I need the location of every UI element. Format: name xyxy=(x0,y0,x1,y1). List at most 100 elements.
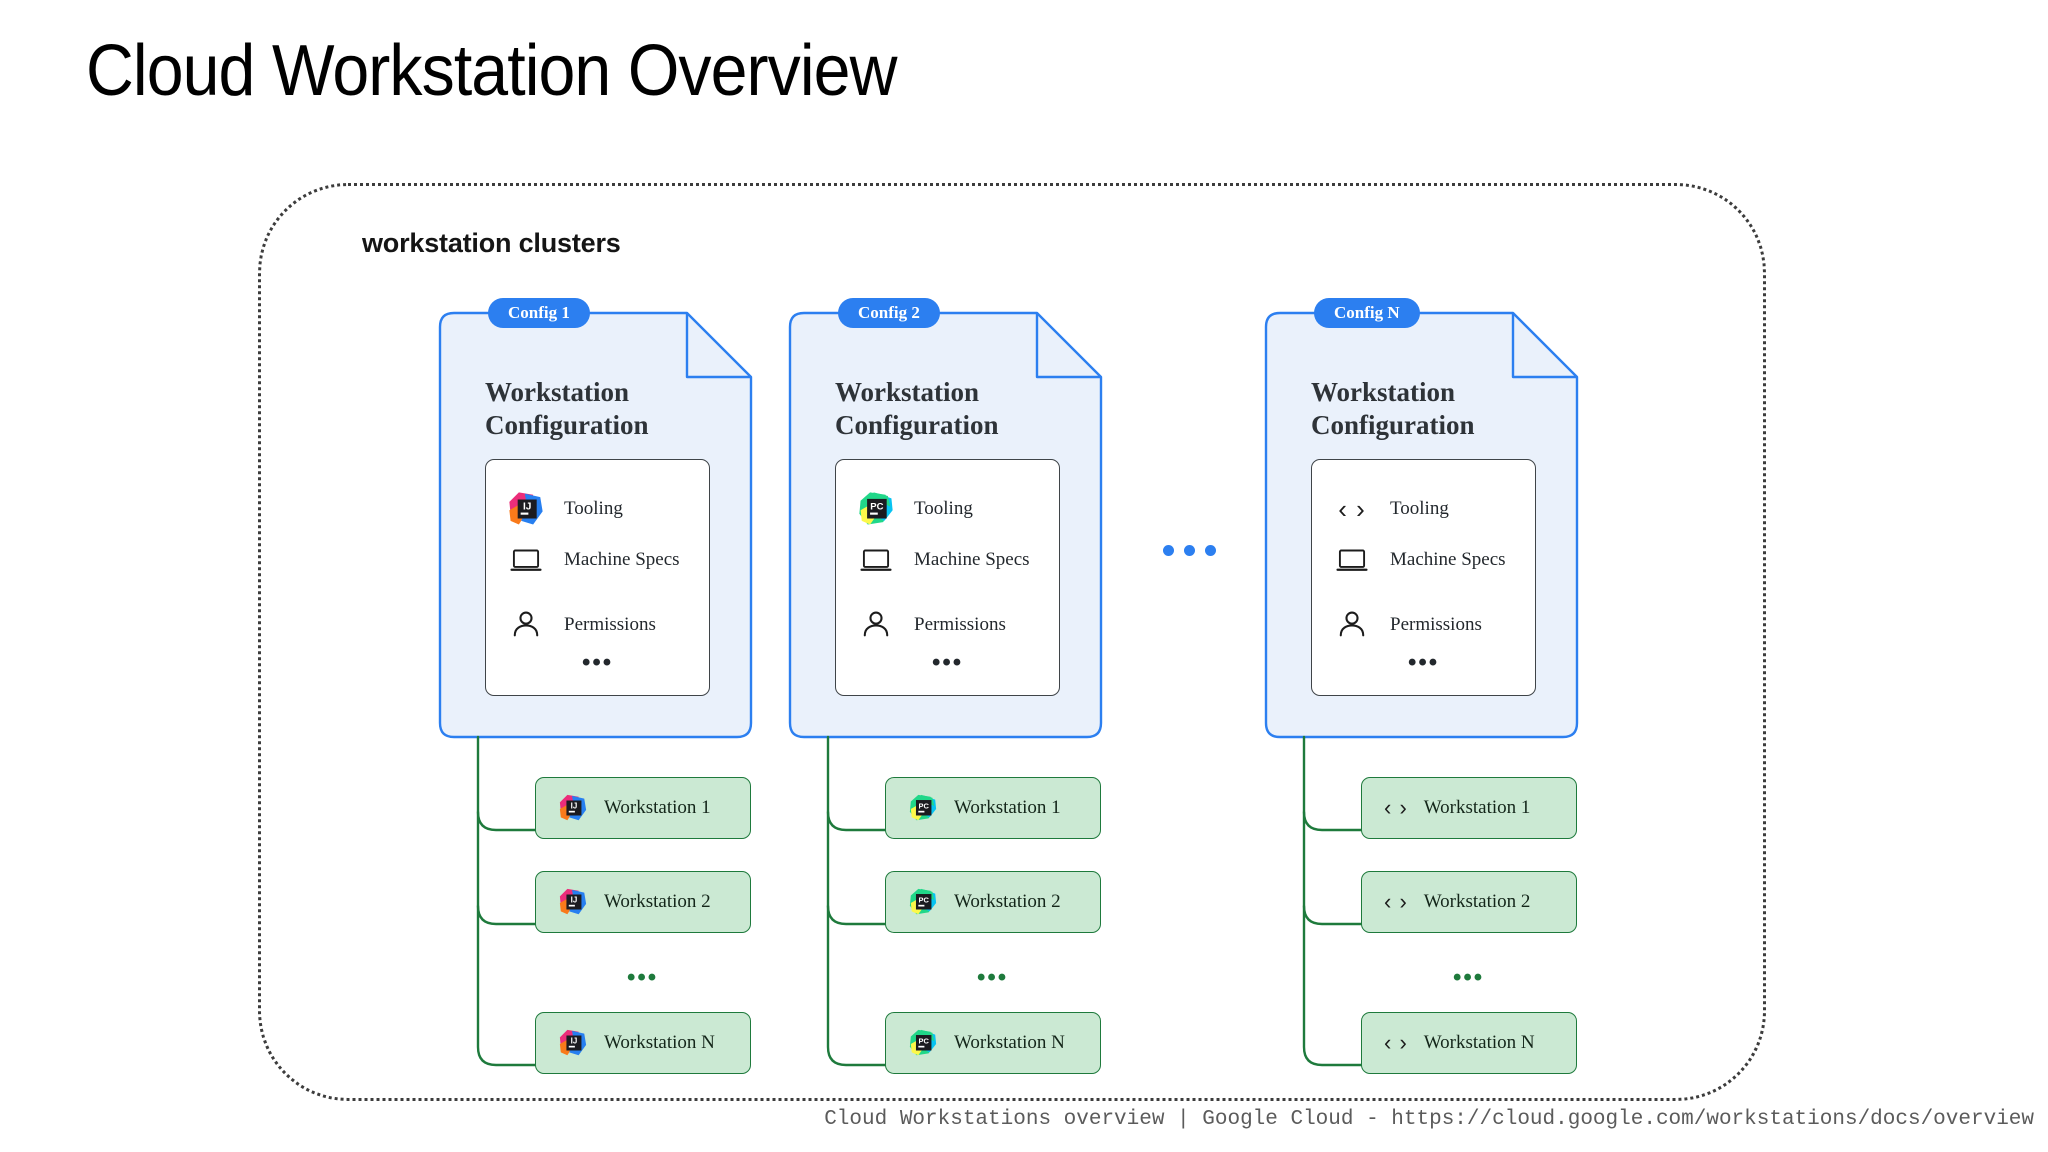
workstation-label: Workstation 2 xyxy=(604,891,711,912)
config-pill-badge[interactable]: Config 1 xyxy=(488,298,590,328)
config-spec-box: IJ Tooling Machine Specs Permissions ••• xyxy=(485,459,710,696)
workstation-configuration-card[interactable]: Config N Workstation Configuration ‹ › Tool… xyxy=(1264,298,1579,739)
spec-label: Tooling xyxy=(564,498,623,520)
spec-label: Machine Specs xyxy=(1390,549,1506,571)
spec-row: PC Tooling xyxy=(854,487,1049,531)
spec-icon-slot xyxy=(854,603,898,647)
spec-row: Machine Specs xyxy=(1330,538,1525,582)
svg-text:PC: PC xyxy=(918,801,929,810)
code-brackets-icon: ‹ › xyxy=(1384,889,1408,914)
config-card-heading: Workstation Configuration xyxy=(1311,377,1475,440)
pycharm-icon: PC xyxy=(857,490,895,528)
code-brackets-icon: ‹ › xyxy=(1338,494,1366,524)
spec-label: Permissions xyxy=(914,614,1006,636)
config-card-content: Config N Workstation Configuration ‹ › Tool… xyxy=(1266,298,1577,737)
laptop-icon xyxy=(857,541,895,579)
page-title: Cloud Workstation Overview xyxy=(86,31,897,111)
config-pill-badge[interactable]: Config 2 xyxy=(838,298,940,328)
workstation-box[interactable]: PC Workstation 1 xyxy=(885,777,1101,839)
pycharm-icon: PC xyxy=(908,1028,938,1058)
person-icon xyxy=(857,606,895,644)
intellij-idea-icon: IJ xyxy=(558,887,588,917)
config-spec-box: PC Tooling Machine Specs Permissions••• xyxy=(835,459,1060,696)
config-column-3: Config N Workstation Configuration ‹ › Tool… xyxy=(1264,298,1579,1074)
spec-icon-slot xyxy=(1330,538,1374,582)
spec-row: Permissions xyxy=(504,603,699,647)
spec-icon-slot xyxy=(854,538,898,582)
spec-label: Machine Specs xyxy=(914,549,1030,571)
spec-icon-slot xyxy=(504,603,548,647)
workstation-label: Workstation 1 xyxy=(954,797,1061,818)
spec-more-ellipsis: ••• xyxy=(582,649,614,676)
intellij-idea-icon: IJ xyxy=(558,1028,588,1058)
workstation-connector-tree xyxy=(440,735,751,1117)
workstation-label: Workstation 1 xyxy=(604,797,711,818)
workstation-box[interactable]: IJ Workstation 2 xyxy=(535,871,751,933)
workstation-box[interactable]: ‹ › Workstation N xyxy=(1361,1012,1577,1074)
workstation-box[interactable]: PC Workstation 2 xyxy=(885,871,1101,933)
spec-label: Permissions xyxy=(1390,614,1482,636)
code-brackets-icon: ‹ › xyxy=(1384,795,1408,820)
blue-dot-1 xyxy=(1163,545,1174,556)
spec-more-ellipsis: ••• xyxy=(1408,649,1440,676)
workstation-connector-tree xyxy=(790,735,1101,1117)
workstation-box[interactable]: IJ Workstation 1 xyxy=(535,777,751,839)
columns-ellipsis-icon xyxy=(1163,545,1216,556)
code-brackets-icon: ‹ › xyxy=(1384,1030,1408,1055)
blue-dot-3 xyxy=(1205,545,1216,556)
spec-row: Permissions xyxy=(854,603,1049,647)
workstation-more-ellipsis: ••• xyxy=(1453,964,1485,991)
footer-caption: Cloud Workstations overview | Google Clo… xyxy=(824,1108,2034,1131)
pycharm-icon: PC xyxy=(908,887,938,917)
config-spec-box: ‹ › Tooling Machine Specs Permissions ••• xyxy=(1311,459,1536,696)
workstation-label: Workstation 2 xyxy=(1423,891,1531,912)
workstation-label: Workstation 1 xyxy=(1423,797,1531,818)
laptop-icon xyxy=(507,541,545,579)
workstation-cluster-boundary xyxy=(258,183,1766,1101)
svg-text:IJ: IJ xyxy=(571,895,578,904)
laptop-icon xyxy=(1333,541,1371,579)
blue-dot-2 xyxy=(1184,545,1195,556)
workstation-box[interactable]: IJ Workstation N xyxy=(535,1012,751,1074)
spec-icon-slot xyxy=(504,538,548,582)
spec-label: Tooling xyxy=(914,498,973,520)
spec-row: Machine Specs xyxy=(854,538,1049,582)
workstation-label: Workstation N xyxy=(954,1032,1065,1053)
spec-label: Machine Specs xyxy=(564,549,680,571)
workstation-configuration-card[interactable]: Config 2 Workstation Configuration PC Too… xyxy=(788,298,1103,739)
spec-label: Tooling xyxy=(1390,498,1449,520)
svg-text:IJ: IJ xyxy=(571,801,578,810)
intellij-idea-icon: IJ xyxy=(507,490,545,528)
config-card-content: Config 2 Workstation Configuration PC Too… xyxy=(790,298,1101,737)
intellij-idea-icon: IJ xyxy=(558,793,588,823)
workstation-more-ellipsis: ••• xyxy=(977,964,1009,991)
workstation-label: Workstation N xyxy=(1423,1032,1535,1053)
workstation-box[interactable]: ‹ › Workstation 1 xyxy=(1361,777,1577,839)
spec-row: ‹ › Tooling xyxy=(1330,487,1525,531)
spec-icon-slot: PC xyxy=(854,487,898,531)
config-card-heading: Workstation Configuration xyxy=(835,377,999,440)
workstation-box[interactable]: PC Workstation N xyxy=(885,1012,1101,1074)
pycharm-icon: PC xyxy=(908,793,938,823)
spec-row: IJ Tooling xyxy=(504,487,699,531)
workstation-box[interactable]: ‹ › Workstation 2 xyxy=(1361,871,1577,933)
svg-text:PC: PC xyxy=(918,1036,929,1045)
workstation-clusters-label: workstation clusters xyxy=(362,228,621,258)
config-pill-badge[interactable]: Config N xyxy=(1314,298,1420,328)
workstation-label: Workstation 2 xyxy=(954,891,1061,912)
svg-text:PC: PC xyxy=(918,895,929,904)
spec-row: Machine Specs xyxy=(504,538,699,582)
person-icon xyxy=(1333,606,1371,644)
spec-icon-slot: ‹ › xyxy=(1330,487,1374,531)
spec-icon-slot xyxy=(1330,603,1374,647)
spec-icon-slot: IJ xyxy=(504,487,548,531)
spec-label: Permissions xyxy=(564,614,656,636)
config-column-2: Config 2 Workstation Configuration PC Too… xyxy=(788,298,1103,1074)
person-icon xyxy=(507,606,545,644)
workstation-more-ellipsis: ••• xyxy=(627,964,659,991)
svg-text:IJ: IJ xyxy=(523,502,531,513)
